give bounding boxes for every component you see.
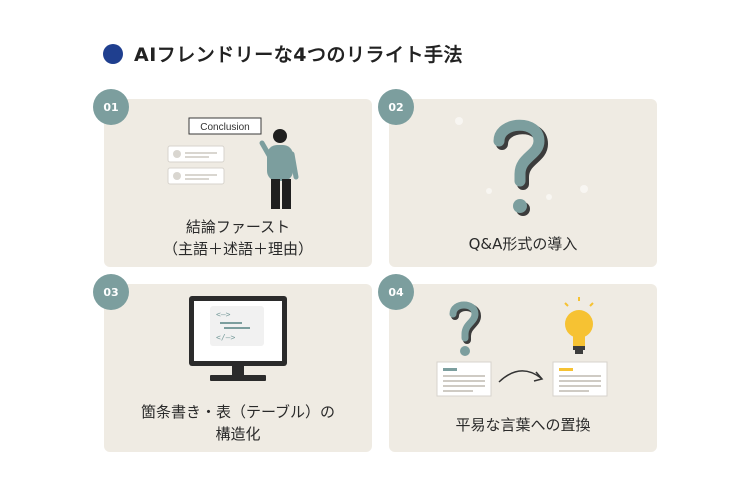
- svg-text:<—>: <—>: [216, 310, 231, 319]
- card-number-badge: 03: [93, 274, 129, 310]
- method-card-conclusion-first: Conclusion 結論ファースト （主語＋述語＋理由）: [104, 99, 372, 267]
- card-number-badge: 02: [378, 89, 414, 125]
- card-number-badge: 01: [93, 89, 129, 125]
- page-title: AIフレンドリーな4つのリライト手法: [134, 44, 463, 66]
- card-caption: 平易な言葉への置換: [389, 414, 657, 436]
- conclusion-sign-text: Conclusion: [200, 122, 249, 133]
- caption-line: 構造化: [215, 425, 261, 443]
- method-card-qa-format: Q&A形式の導入: [389, 99, 657, 267]
- caption-line: 平易な言葉への置換: [455, 416, 591, 434]
- person-presenting-icon: Conclusion: [167, 117, 299, 209]
- method-card-structured-lists: <—> </—> 箇条書き・表（テーブル）の 構造化: [104, 284, 372, 452]
- monitor-code-icon: <—> </—>: [189, 296, 287, 381]
- card-caption: Q&A形式の導入: [389, 233, 657, 255]
- caption-line: 箇条書き・表（テーブル）の: [140, 403, 336, 421]
- caption-line: 結論ファースト: [185, 218, 291, 236]
- card-caption: 箇条書き・表（テーブル）の 構造化: [104, 401, 372, 445]
- question-to-lightbulb-icon: [436, 297, 608, 397]
- caption-line: （主語＋述語＋理由）: [162, 240, 313, 258]
- question-mark-icon: [455, 117, 588, 216]
- card-number-badge: 04: [378, 274, 414, 310]
- svg-text:</—>: </—>: [216, 333, 235, 342]
- page-title-row: AIフレンドリーな4つのリライト手法: [103, 40, 463, 67]
- card-caption: 結論ファースト （主語＋述語＋理由）: [104, 216, 372, 260]
- title-bullet-icon: [103, 43, 123, 64]
- method-card-plain-language: 平易な言葉への置換: [389, 284, 657, 452]
- caption-line: Q&A形式の導入: [468, 235, 578, 253]
